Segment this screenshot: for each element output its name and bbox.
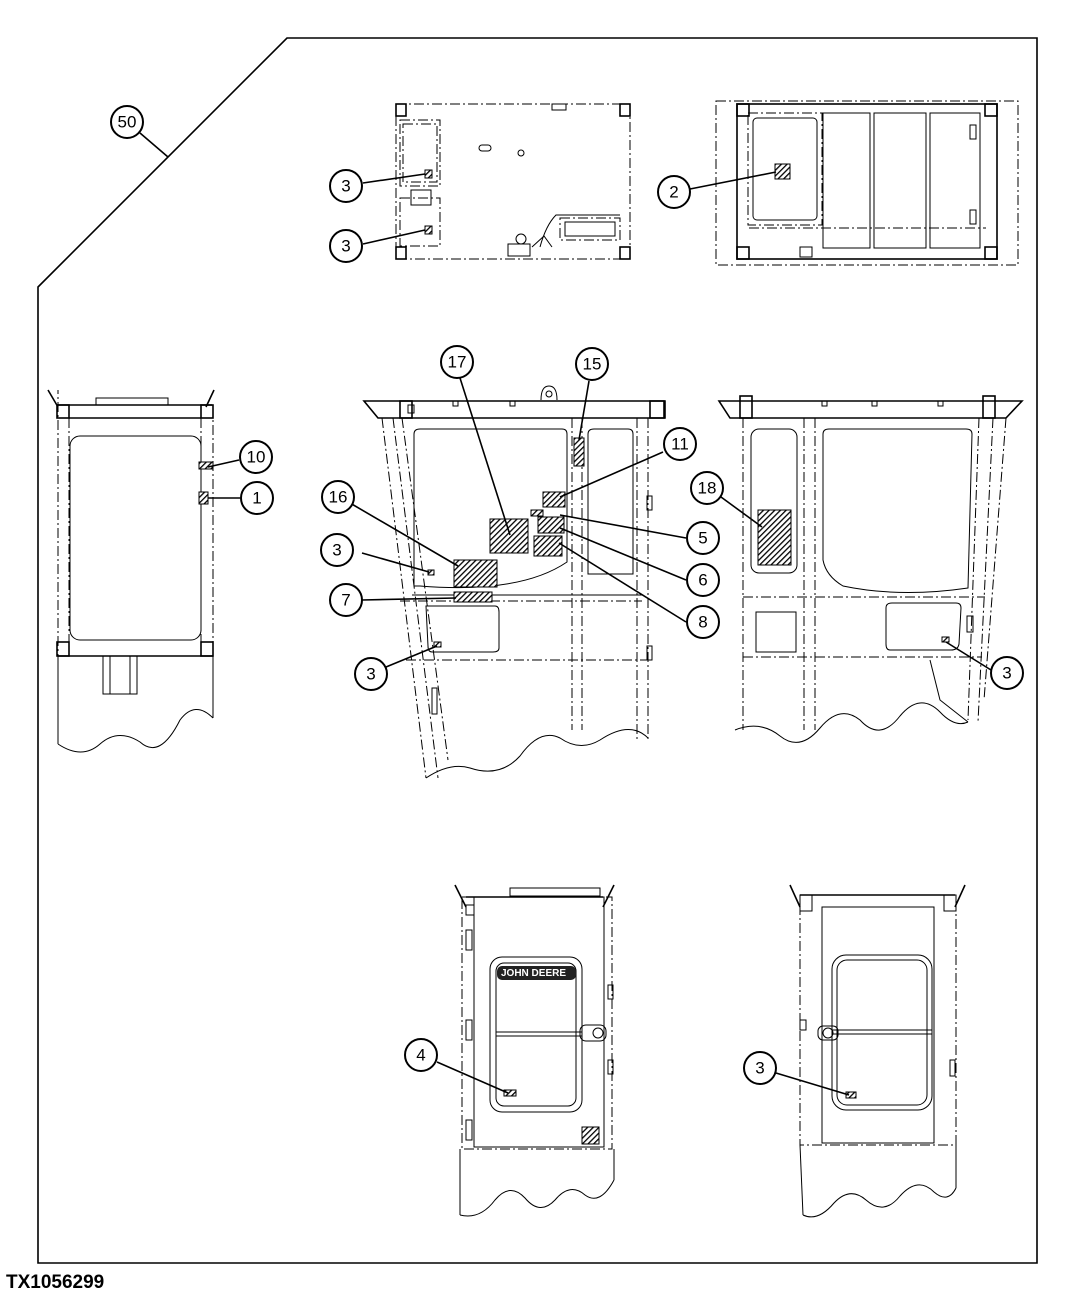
callout-3: 3 [320,533,354,567]
callout-3: 3 [329,229,363,263]
callout-3: 3 [743,1051,777,1085]
callout-16: 16 [321,480,355,514]
callout-3: 3 [354,657,388,691]
callout-4: 4 [404,1038,438,1072]
callout-8: 8 [686,605,720,639]
callout-3-label: 3 [1002,664,1011,683]
callout-18-label: 18 [698,479,717,498]
callout-8-label: 8 [698,613,707,632]
cab-right-side-view [717,395,1024,743]
callout-7-label: 7 [341,591,350,610]
callout-10-label: 10 [247,448,266,467]
callout-3-label: 3 [341,237,350,256]
callout-6-label: 6 [698,571,707,590]
cab-door-view-right [789,884,966,1218]
callout-17-label: 17 [448,353,467,372]
cab-left-side-view [47,389,215,753]
callout-7: 7 [329,583,363,617]
cab-front-view-center [362,385,666,779]
figure-id: TX1056299 [6,1272,105,1293]
callout-11-label: 11 [671,435,689,454]
callout-50-label: 50 [118,113,137,132]
callout-1: 1 [240,481,274,515]
callout-3-label: 3 [755,1059,764,1078]
callout-16-label: 16 [329,488,348,507]
callout-15-label: 15 [583,355,602,374]
callout-15: 15 [575,347,609,381]
leader-lines [139,132,992,1096]
door-plate-text: JOHN DEERE [501,968,566,979]
callout-1-label: 1 [252,489,261,508]
callout-3-label: 3 [366,665,375,684]
callout-11: 11 [663,427,697,461]
callout-3-label: 3 [332,541,341,560]
callout-6: 6 [686,563,720,597]
callout-10: 10 [239,440,273,474]
callout-50: 50 [110,105,144,139]
callout-2: 2 [657,175,691,209]
callout-2-label: 2 [669,183,678,202]
callout-3-label: 3 [341,177,350,196]
cab-door-view-left: JOHN DEERE [454,884,615,1217]
callout-4-label: 4 [416,1046,425,1065]
callout-18: 18 [690,471,724,505]
callout-3: 3 [329,169,363,203]
callout-17: 17 [440,345,474,379]
figure-frame [37,37,1038,1264]
callout-3: 3 [990,656,1024,690]
cab-top-view-left [395,103,631,260]
cab-top-view-right [715,100,1019,266]
callout-5-label: 5 [698,529,707,548]
callout-5: 5 [686,521,720,555]
